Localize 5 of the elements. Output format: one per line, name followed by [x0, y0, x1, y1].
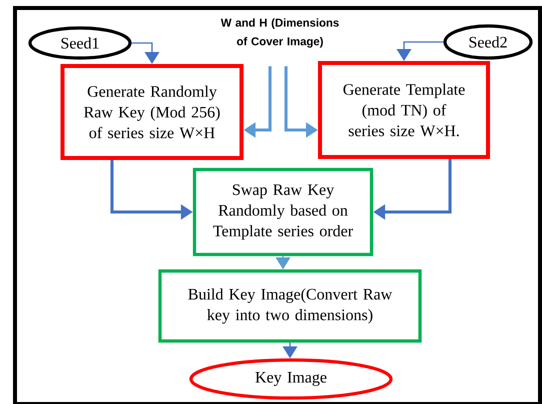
process-box: Swap Raw Key Randomly based on Template series order — [192, 168, 374, 256]
process-box: Build Key Image(Convert Raw key into two dimensions) — [158, 269, 422, 343]
node-heading: W and H (Dimensions of Cover Image) — [220, 18, 339, 48]
process-box: Generate Randomly Raw Key (Mod 256) of series size W×H — [60, 64, 244, 160]
process-box: Generate Template (mod TN) of series size W×H. — [318, 61, 490, 159]
